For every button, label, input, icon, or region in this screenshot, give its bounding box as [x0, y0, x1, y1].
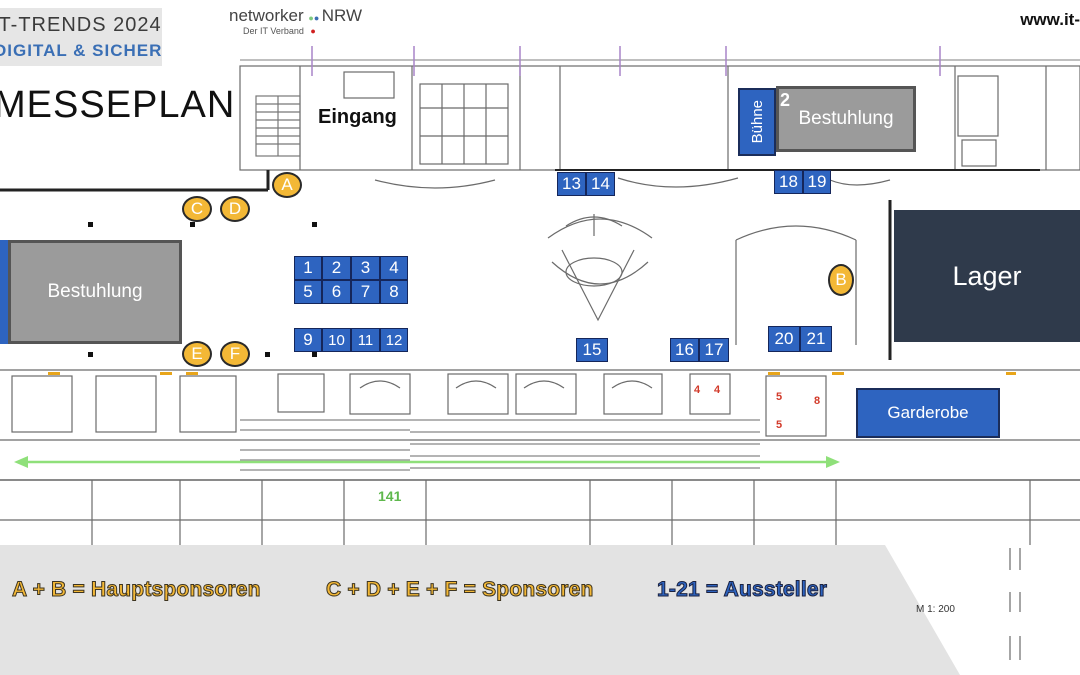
svg-text:8: 8 [814, 395, 820, 407]
booth-13[interactable]: 13 [557, 172, 586, 196]
booth-1[interactable]: 1 [294, 256, 322, 280]
booth-8[interactable]: 8 [380, 280, 408, 304]
networker-dots-icon: ●● [308, 13, 320, 23]
entrance-label: Eingang [318, 106, 397, 128]
booth-6[interactable]: 6 [322, 280, 351, 304]
sponsor-b[interactable]: B [828, 264, 854, 296]
page-title: MESSEPLAN [0, 84, 236, 126]
svg-text:5: 5 [776, 419, 782, 431]
seating-right-label: Bestuhlung [798, 108, 894, 129]
storage-room: Lager [894, 210, 1080, 342]
booth-7[interactable]: 7 [351, 280, 380, 304]
svg-text:4: 4 [714, 384, 721, 396]
red-dot-icon: ● [310, 26, 316, 36]
booth-10[interactable]: 10 [322, 328, 351, 352]
website-url: www.it- [1020, 10, 1080, 29]
svg-text:4: 4 [694, 384, 701, 396]
booth-4[interactable]: 4 [380, 256, 408, 280]
booth-5[interactable]: 5 [294, 280, 322, 304]
booth-3[interactable]: 3 [351, 256, 380, 280]
networker-name: networker [229, 6, 304, 25]
booth-11[interactable]: 11 [351, 328, 380, 352]
booth-15[interactable]: 15 [576, 338, 608, 362]
corridor-number: 141 [378, 488, 402, 504]
stage-number: 2 [780, 90, 791, 110]
cloakroom-label: Garderobe [887, 403, 969, 422]
svg-text:5: 5 [776, 391, 782, 403]
sponsor-c[interactable]: C [182, 196, 212, 222]
stage-label: Bühne [748, 100, 766, 144]
seating-left-label: Bestuhlung [47, 281, 143, 302]
booth-18[interactable]: 18 [774, 170, 803, 194]
stage: Bühne [738, 88, 776, 156]
sponsor-e[interactable]: E [182, 341, 212, 367]
storage-label: Lager [952, 260, 1022, 291]
legend-exhibitors: 1-21 = Aussteller [656, 578, 828, 602]
sponsor-f[interactable]: F [220, 341, 250, 367]
networker-region: NRW [321, 6, 363, 25]
booth-20[interactable]: 20 [768, 326, 800, 352]
booth-9[interactable]: 9 [294, 328, 322, 352]
booth-19[interactable]: 19 [803, 170, 831, 194]
cloakroom: Garderobe [856, 388, 1000, 438]
booth-2[interactable]: 2 [322, 256, 351, 280]
brand-title: IT-TRENDS 2024 [0, 14, 162, 36]
legend-sponsors: C + D + E + F = Sponsoren [326, 578, 594, 602]
networker-logo: networker ●● NRW Der IT Verband ● [229, 6, 362, 36]
seating-area-left: Bestuhlung [8, 240, 182, 344]
seating-blue-strip [0, 240, 10, 344]
sponsor-a[interactable]: A [272, 172, 302, 198]
brand-tagline: DIGITAL & SICHER [0, 41, 163, 60]
sponsor-d[interactable]: D [220, 196, 250, 222]
networker-sub: Der IT Verband [243, 26, 304, 36]
booth-16[interactable]: 16 [670, 338, 699, 362]
legend-main-sponsors: A + B = Hauptsponsoren [12, 578, 261, 602]
scale-label: M 1: 200 [916, 604, 955, 615]
booth-21[interactable]: 21 [800, 326, 832, 352]
booth-12[interactable]: 12 [380, 328, 408, 352]
booth-17[interactable]: 17 [699, 338, 729, 362]
brand-box [0, 8, 162, 66]
seating-area-right: Bestuhlung [776, 86, 916, 152]
booth-14[interactable]: 14 [586, 172, 615, 196]
